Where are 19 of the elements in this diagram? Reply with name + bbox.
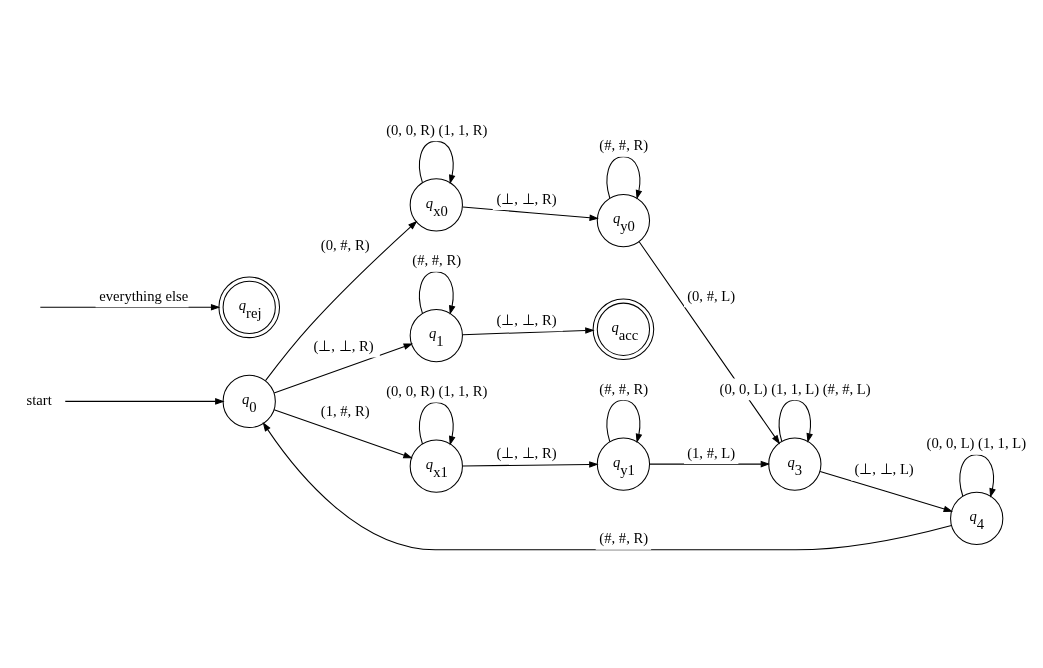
node-text: start bbox=[26, 391, 52, 408]
edge-label: (⊥, ⊥, R) bbox=[313, 337, 374, 354]
edge-label: (0, 0, L) (1, 1, L) (#, #, L) bbox=[719, 380, 871, 397]
edge-label: (⊥, ⊥, R) bbox=[496, 311, 557, 328]
edge-label: everything else bbox=[99, 287, 189, 304]
edge-label: (#, #, R) bbox=[599, 136, 649, 153]
edge-label: (0, 0, R) (1, 1, R) bbox=[386, 121, 488, 138]
edge-label: (⊥, ⊥, L) bbox=[854, 460, 914, 477]
edge-label: (1, #, R) bbox=[320, 402, 370, 419]
edge-label: (0, 0, L) (1, 1, L) bbox=[926, 434, 1027, 451]
edge-label: (0, 0, R) (1, 1, R) bbox=[386, 382, 488, 399]
edge-label: (0, #, R) bbox=[320, 236, 370, 253]
edge-label: (#, #, R) bbox=[412, 251, 462, 268]
edge-label: (0, #, L) bbox=[687, 287, 736, 304]
edge-label: (#, #, R) bbox=[599, 529, 649, 546]
edge-label: (⊥, ⊥, R) bbox=[496, 444, 557, 461]
edge-label: (#, #, R) bbox=[599, 380, 649, 397]
edge-label: (⊥, ⊥, R) bbox=[496, 190, 557, 207]
edge-label: (1, #, L) bbox=[687, 444, 736, 461]
